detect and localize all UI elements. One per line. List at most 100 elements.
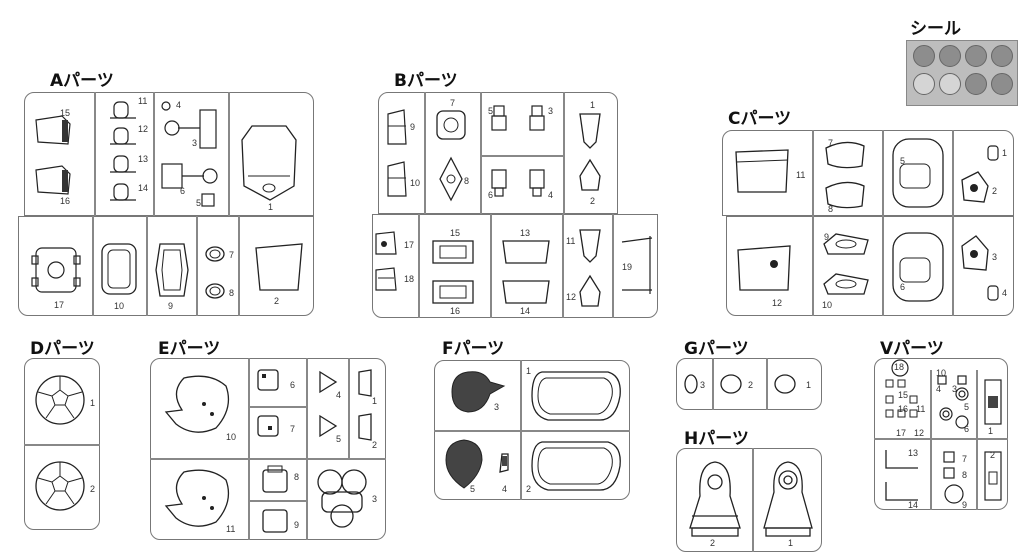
- part-e-5: [319, 414, 338, 438]
- part-v-1: [984, 379, 1002, 425]
- part-h-1: [763, 461, 813, 537]
- label: 7: [828, 138, 834, 148]
- part-v-14: [885, 482, 918, 501]
- part-b-5-3: [491, 105, 545, 131]
- part-c-8: [825, 181, 865, 209]
- label: 10: [114, 301, 125, 311]
- part-c-6: [892, 232, 944, 302]
- label: 4: [1002, 288, 1008, 298]
- part-b-8: [439, 156, 463, 202]
- part-f-4: [499, 453, 509, 473]
- part-a-10: [101, 243, 137, 295]
- part-b-14: [502, 280, 550, 304]
- label: 1: [372, 396, 378, 406]
- part-b-6-4: [491, 169, 545, 197]
- label: 13: [520, 228, 531, 238]
- part-b-2: [579, 158, 601, 191]
- seal-sheet: [906, 40, 1018, 106]
- label: 15: [60, 108, 71, 118]
- part-e-11: [164, 469, 230, 527]
- part-e-6: [257, 369, 279, 391]
- label: 3: [192, 138, 198, 148]
- label: 11: [796, 170, 806, 180]
- label: 4: [176, 100, 182, 110]
- label: 6: [290, 380, 296, 390]
- part-c-7: [825, 141, 865, 169]
- part-h-2: [689, 461, 741, 537]
- part-c-4: [987, 285, 999, 301]
- part-a-17: [31, 247, 81, 293]
- label: 12: [772, 298, 783, 308]
- label: 2: [992, 186, 998, 196]
- label: 10: [410, 178, 421, 188]
- label: 2: [526, 484, 532, 494]
- part-f-3: [451, 371, 506, 413]
- label: 17: [404, 240, 415, 250]
- part-g-2: [720, 374, 742, 394]
- part-e-4: [319, 370, 338, 394]
- frame-g-title: Gパーツ: [684, 339, 749, 359]
- label: 6: [964, 424, 970, 434]
- label: 4: [336, 390, 342, 400]
- part-a-6-5: [161, 163, 218, 207]
- frame-b-title: Bパーツ: [394, 71, 458, 91]
- part-b-19: [621, 236, 653, 294]
- label: 3: [548, 106, 554, 116]
- part-a-8: [205, 283, 225, 299]
- label: 14: [138, 183, 149, 193]
- part-e-2: [358, 413, 372, 441]
- label: 2: [990, 450, 996, 460]
- part-e-10: [164, 375, 230, 433]
- seal-title: シール: [910, 19, 961, 39]
- part-e-1: [358, 369, 372, 397]
- label: 6: [488, 190, 494, 200]
- part-b-11: [579, 229, 601, 263]
- part-a-11-14: [110, 101, 136, 201]
- label: 5: [964, 402, 970, 412]
- part-a-15: [35, 115, 71, 145]
- part-v-7-8-9: [943, 451, 964, 504]
- label: 18: [894, 362, 905, 372]
- label: 2: [590, 196, 596, 206]
- label: 2: [90, 484, 96, 494]
- part-e-8: [262, 465, 288, 493]
- label: 18: [404, 274, 415, 284]
- part-f-1: [531, 371, 621, 421]
- label: 14: [908, 500, 919, 510]
- label: 14: [520, 306, 531, 316]
- part-c-11: [735, 149, 789, 193]
- label: 11: [566, 236, 576, 246]
- label: 16: [60, 196, 71, 206]
- frame-h-title: Hパーツ: [684, 429, 749, 449]
- label: 15: [898, 390, 909, 400]
- part-c-2: [961, 171, 989, 203]
- label: 13: [138, 154, 149, 164]
- part-c-10: [823, 273, 869, 295]
- label: 4: [502, 484, 508, 494]
- label: 8: [828, 204, 834, 214]
- part-d-2: [35, 461, 85, 511]
- part-b-15: [432, 240, 474, 264]
- frame-a-title: Aパーツ: [50, 71, 114, 91]
- label: 9: [824, 232, 830, 242]
- label: 5: [900, 156, 906, 166]
- label: 9: [410, 122, 416, 132]
- part-f-2: [531, 441, 621, 491]
- label: 5: [488, 106, 494, 116]
- label: 1: [268, 202, 274, 212]
- frame-f-title: Fパーツ: [442, 339, 505, 359]
- label: 1: [590, 100, 596, 110]
- label: 15: [450, 228, 461, 238]
- label: 1: [788, 538, 794, 548]
- label: 4: [936, 384, 942, 394]
- part-a-4-3: [161, 101, 217, 149]
- part-v-13: [885, 450, 918, 469]
- label: 8: [962, 470, 968, 480]
- part-a-16: [35, 165, 71, 195]
- part-a-1: [241, 125, 297, 201]
- label: 12: [138, 124, 149, 134]
- part-d-1: [35, 375, 85, 425]
- label: 1: [90, 398, 96, 408]
- part-b-12: [579, 274, 601, 307]
- part-v-10: [937, 375, 969, 429]
